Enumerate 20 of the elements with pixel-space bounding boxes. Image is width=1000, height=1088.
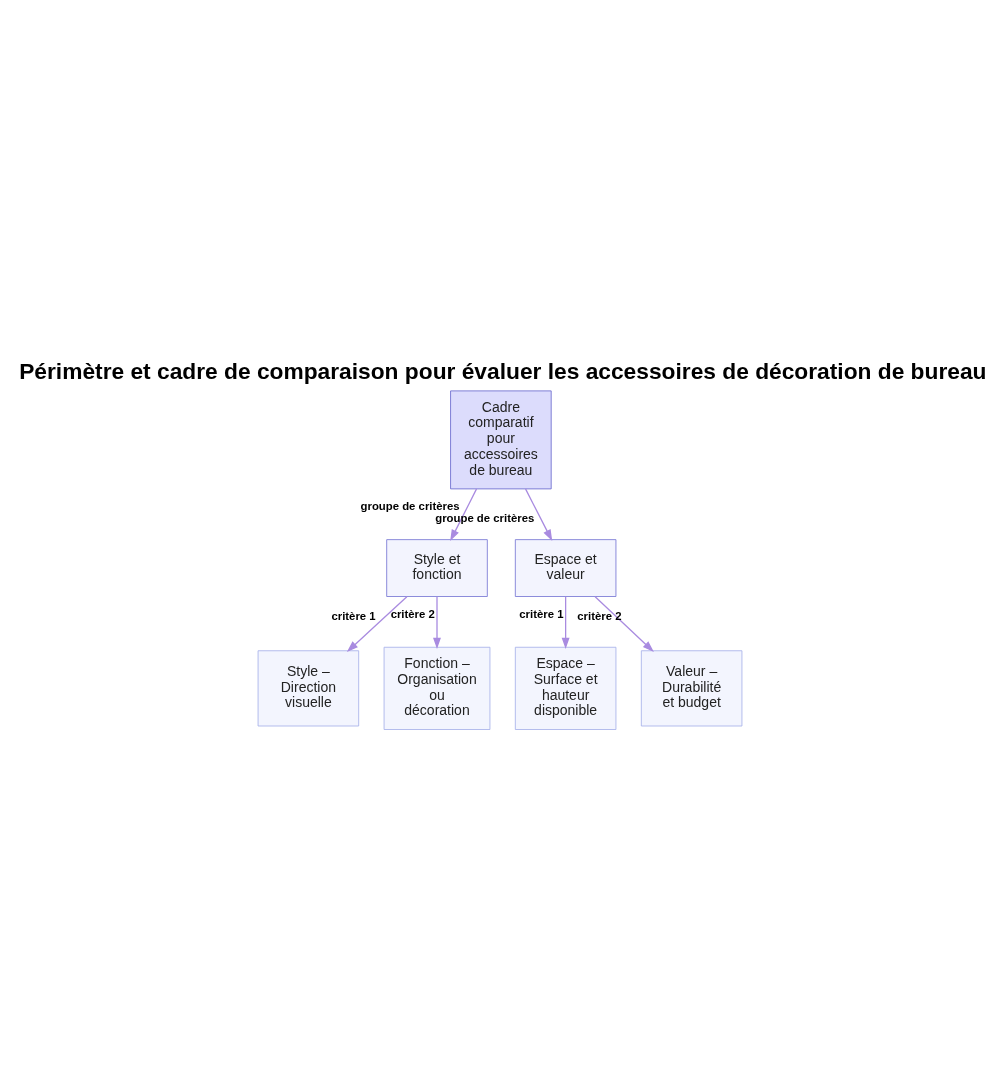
arrow: [561, 596, 570, 650]
edge-label: critère 2: [390, 607, 435, 620]
edge-label: groupe de critères: [435, 512, 535, 525]
edge-label: critère 1: [519, 607, 564, 620]
arrow: [450, 488, 478, 542]
arrow: [524, 488, 553, 542]
arrow: [594, 596, 654, 653]
edge-label: critère 1: [331, 609, 376, 622]
edge-label: groupe de critères: [360, 500, 460, 513]
diagram-title: Périmètre et cadre de comparaison pour évaluer les accessoires de décoration de bureau: [19, 358, 987, 385]
node-box: Espace et valeur: [514, 539, 617, 597]
node-box: Fonction – Organisation ou décoration: [383, 646, 491, 730]
node-box: Cadre comparatif pour accessoires de bureau: [450, 390, 552, 490]
node-box: Style – Direction visuelle: [257, 650, 360, 727]
arrow: [433, 596, 441, 650]
arrow: [346, 596, 408, 652]
edge-label: critère 2: [577, 609, 622, 622]
node-box: Valeur – Durabilité et budget: [640, 650, 743, 727]
node-box: Style et fonction: [386, 539, 488, 597]
node-box: Espace – Surface et hauteur disponible: [514, 646, 617, 730]
